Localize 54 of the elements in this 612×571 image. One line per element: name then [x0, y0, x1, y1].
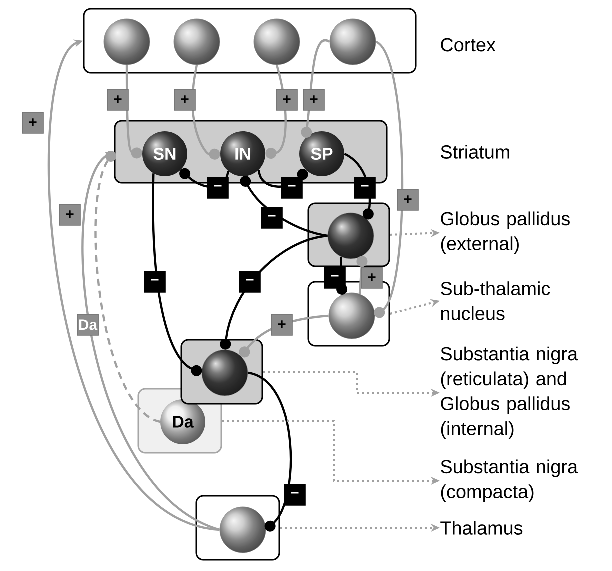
- connection-line: [152, 174, 202, 376]
- neuron: IN: [236, 148, 250, 160]
- region-label: Substantia nigra (reticulata) and Globus pallidus (internal): [441, 346, 578, 440]
- neuron: [328, 292, 376, 340]
- connection-line: [374, 41, 404, 318]
- connection-line: [192, 65, 220, 160]
- region-label: Globus pallidus (external): [441, 212, 570, 254]
- connection-line: [220, 234, 328, 350]
- neuron: SP: [311, 148, 333, 160]
- sign-label: +: [361, 267, 383, 289]
- connection-line: [248, 372, 292, 532]
- neuron: [220, 506, 266, 554]
- connection-line: [94, 150, 161, 423]
- connection-line: [258, 169, 308, 188]
- neuron: [328, 212, 374, 260]
- sign-label: −: [281, 177, 303, 199]
- sign-label: +: [271, 314, 293, 336]
- region-label: Striatum: [441, 145, 510, 159]
- sign-label: Da: [77, 314, 99, 336]
- connection-line: [82, 152, 220, 531]
- sign-label: −: [261, 207, 283, 229]
- sign-label: −: [284, 484, 306, 506]
- connection-line: [266, 64, 287, 159]
- connection-line: [344, 153, 374, 220]
- connection-line: [180, 168, 230, 188]
- connection-line: [301, 39, 330, 138]
- sign-label: +: [107, 89, 129, 111]
- sign-label: +: [397, 189, 419, 211]
- neuron: [174, 18, 220, 66]
- neuron: SN: [154, 148, 176, 160]
- neuron: [330, 18, 376, 66]
- neuron: [104, 18, 150, 66]
- connection-line: [126, 65, 142, 159]
- connection-line: [239, 314, 329, 358]
- connection-line: [48, 40, 220, 532]
- region-label: Cortex: [441, 38, 496, 52]
- connection-line: [356, 256, 368, 294]
- connection-line: [240, 176, 328, 238]
- region-label: Sub-thalamic nucleus: [441, 282, 550, 320]
- sign-label: −: [239, 271, 261, 293]
- sign-label: −: [354, 177, 376, 199]
- sign-label: −: [324, 267, 346, 289]
- region-label: Substantia nigra (compacta): [441, 460, 578, 502]
- sign-label: +: [303, 89, 325, 111]
- sign-label: +: [59, 204, 81, 226]
- region-label: Thalamus: [440, 521, 523, 535]
- neuron: Da: [173, 416, 194, 428]
- sign-label: +: [22, 112, 44, 134]
- sign-label: −: [144, 271, 166, 293]
- sign-label: +: [174, 89, 196, 111]
- sign-label: −: [207, 177, 229, 199]
- neuron: [254, 18, 300, 66]
- sign-label: +: [276, 89, 298, 111]
- neuron: [202, 350, 248, 396]
